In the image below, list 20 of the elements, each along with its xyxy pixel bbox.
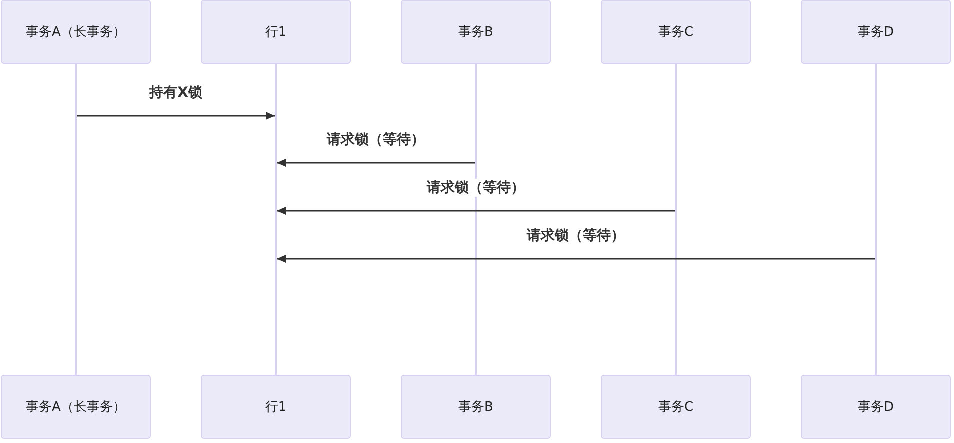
message-arrow <box>277 255 875 263</box>
message-arrow <box>277 159 475 167</box>
participant-box: 事务D <box>801 0 951 64</box>
participant-box: 行1 <box>201 375 351 439</box>
participant-box: 事务A（长事务） <box>1 0 151 64</box>
lifeline <box>875 64 877 375</box>
message-arrow <box>277 207 675 215</box>
participant-box: 事务B <box>401 375 551 439</box>
participant-box: 事务B <box>401 0 551 64</box>
message-arrow <box>77 112 275 120</box>
lifeline <box>75 64 77 375</box>
lifeline <box>275 64 277 375</box>
lifeline <box>475 64 477 375</box>
lifeline <box>675 64 677 375</box>
participant-box: 事务A（长事务） <box>1 375 151 439</box>
participant-box: 事务C <box>601 0 751 64</box>
participant-box: 行1 <box>201 0 351 64</box>
message-label: 持有X锁 <box>148 84 204 102</box>
participant-box: 事务D <box>801 375 951 439</box>
participant-box: 事务C <box>601 375 751 439</box>
